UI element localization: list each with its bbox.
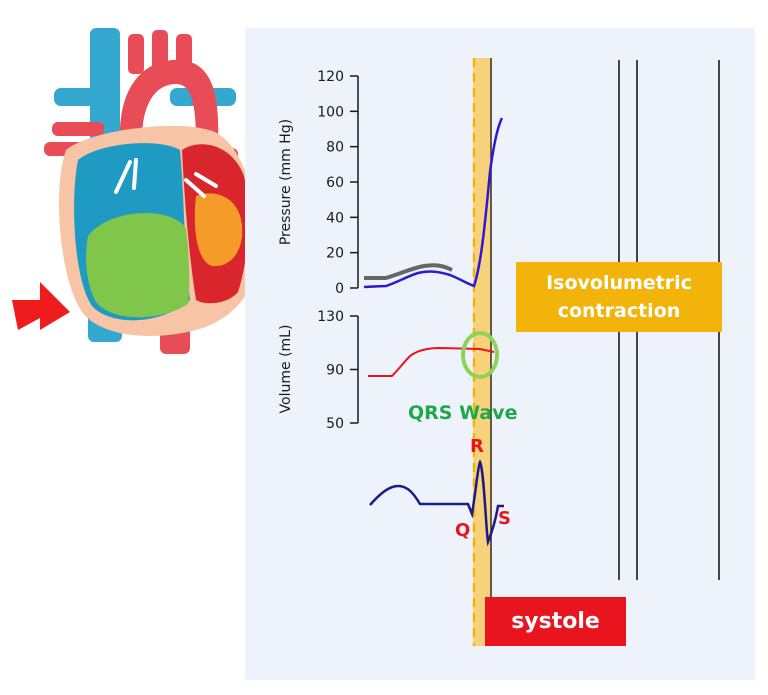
- volume-axis-title: Volume (mL): [278, 325, 294, 414]
- ventricular-volume-curve: [368, 346, 495, 377]
- left-ventricle-blood: [194, 193, 243, 267]
- isovolumetric-contraction-label: Isovolumetric contraction: [516, 262, 722, 332]
- aortic-branch-3: [176, 34, 192, 74]
- pressure-axis: 120 100 80 60 40 20 0 Pressure (mm Hg): [278, 69, 359, 297]
- aortic-arch: [119, 59, 219, 140]
- right-ventricle-blood: [86, 213, 190, 318]
- pressure-tick-label: 60: [326, 175, 344, 191]
- aortic-pressure-curve: [364, 263, 453, 280]
- s-wave-label: S: [498, 508, 511, 529]
- mitral-valve: [184, 172, 218, 198]
- tricuspid-valve: [114, 158, 138, 194]
- aortic-branch-2: [152, 30, 168, 70]
- systole-label: systole: [485, 597, 626, 646]
- volume-tick-label: 90: [326, 363, 344, 379]
- pulmonary-artery-left: [54, 88, 114, 106]
- volume-axis: 130 90 50 Volume (mL): [278, 309, 359, 432]
- pressure-axis-title: Pressure (mm Hg): [278, 119, 294, 245]
- isovolumetric-band: [473, 58, 492, 646]
- heart-illustration: [12, 28, 318, 354]
- volume-tick-label: 50: [326, 416, 344, 432]
- qrs-wave-label: QRS Wave: [408, 402, 518, 424]
- q-wave-label: Q: [455, 520, 471, 541]
- pressure-tick-label: 120: [317, 69, 344, 85]
- aortic-branch-1: [128, 34, 144, 74]
- pressure-tick-label: 80: [326, 140, 344, 156]
- ventricular-pressure-curve: [363, 117, 504, 289]
- contraction-arrow-left-icon: [12, 282, 70, 330]
- chart-panel: [245, 28, 755, 680]
- pulmonary-vein-left-2: [52, 122, 104, 136]
- pressure-tick-label: 0: [335, 281, 344, 297]
- pressure-tick-label: 20: [326, 246, 344, 262]
- pressure-tick-label: 40: [326, 210, 344, 226]
- r-wave-label: R: [470, 436, 484, 457]
- volume-tick-label: 130: [317, 309, 344, 325]
- volume-marker-circle: [461, 331, 499, 379]
- pressure-tick-label: 100: [317, 104, 344, 120]
- ecg-curve: [369, 459, 504, 547]
